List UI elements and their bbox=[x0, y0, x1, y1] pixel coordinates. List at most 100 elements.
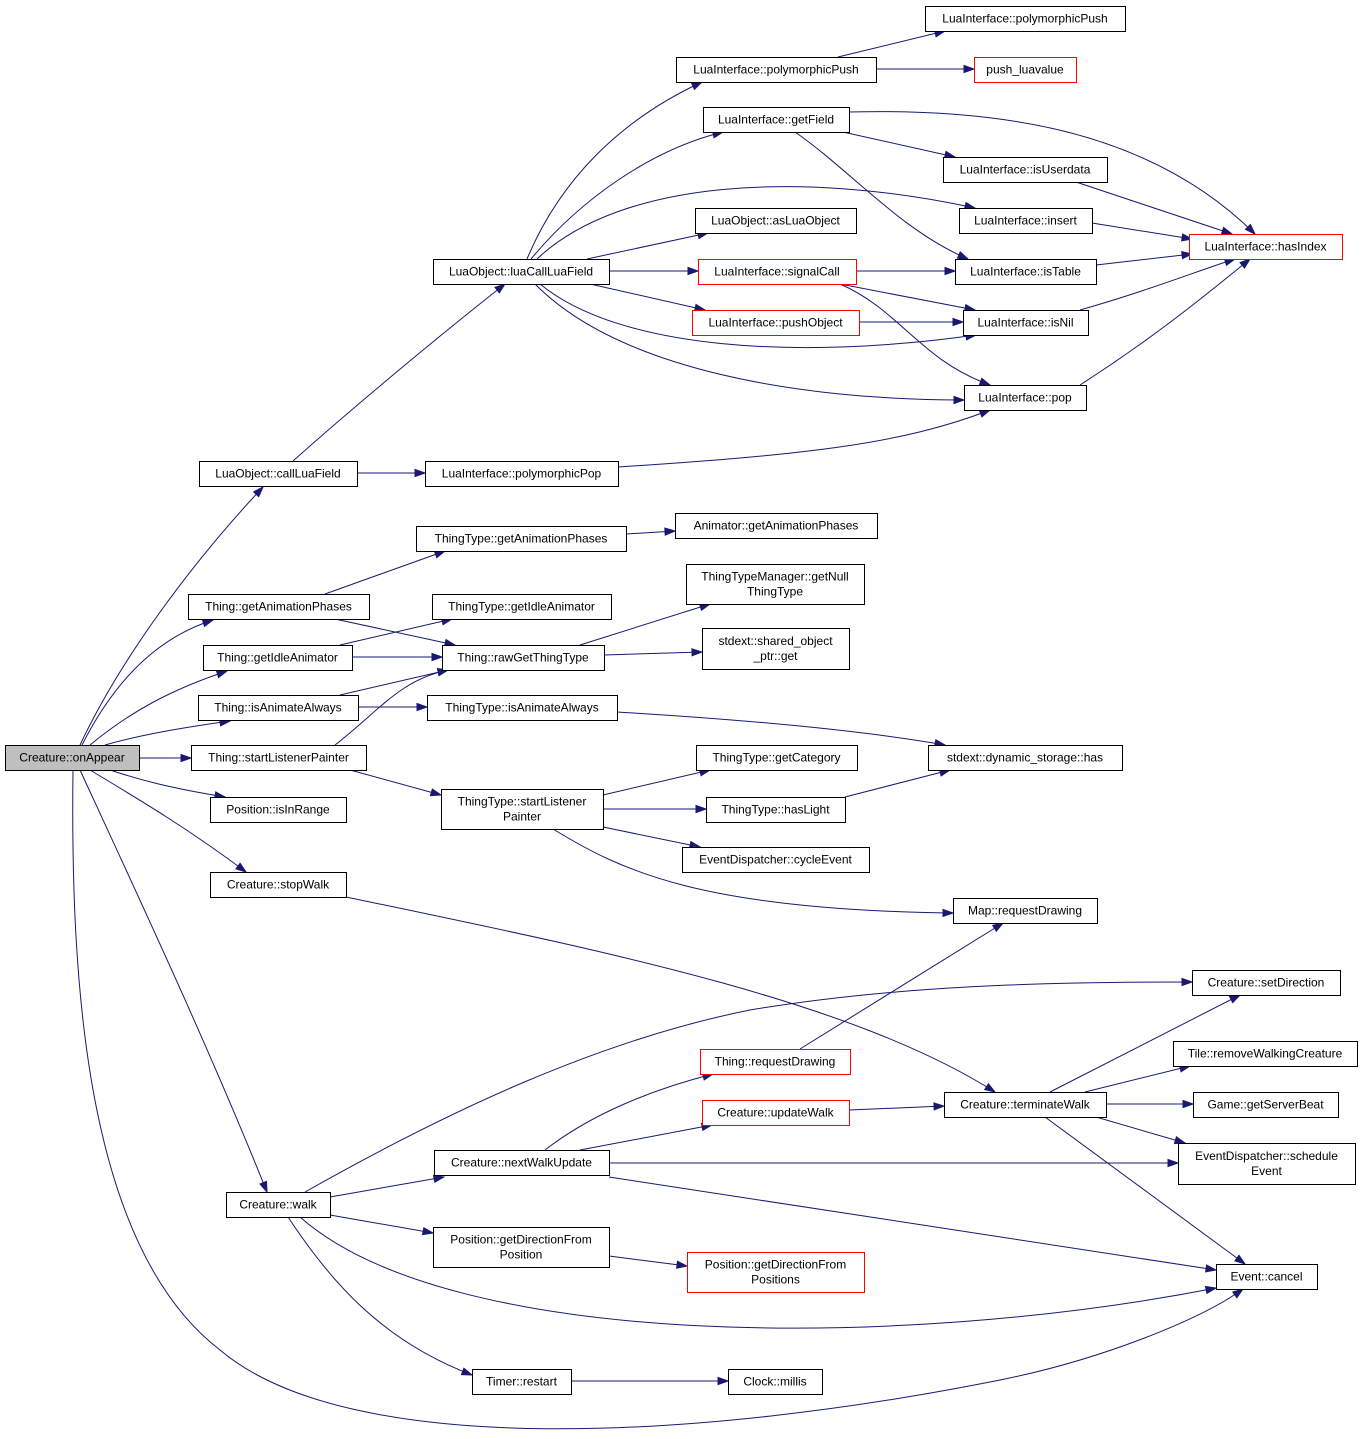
node-box[interactable] bbox=[188, 594, 370, 620]
node-box[interactable] bbox=[696, 745, 858, 771]
node-isTable[interactable]: LuaInterface::isTable bbox=[955, 259, 1097, 285]
node-box[interactable] bbox=[198, 695, 359, 721]
node-pushObject[interactable]: LuaInterface::pushObject bbox=[692, 310, 860, 336]
node-box[interactable] bbox=[687, 1252, 865, 1293]
node-insert[interactable]: LuaInterface::insert bbox=[959, 208, 1093, 234]
node-box[interactable] bbox=[416, 526, 627, 552]
node-box[interactable] bbox=[703, 107, 850, 133]
node-nextWalkUpdate[interactable]: Creature::nextWalkUpdate bbox=[434, 1150, 610, 1176]
node-dynStorageHas[interactable]: stdext::dynamic_storage::has bbox=[928, 745, 1123, 771]
node-box[interactable] bbox=[1193, 1092, 1339, 1118]
node-box[interactable] bbox=[226, 1192, 331, 1218]
node-clockMillis[interactable]: Clock::millis bbox=[728, 1369, 823, 1395]
node-box[interactable] bbox=[210, 797, 347, 823]
node-box[interactable] bbox=[706, 797, 846, 823]
node-posIsInRange[interactable]: Position::isInRange bbox=[210, 797, 347, 823]
node-box[interactable] bbox=[943, 157, 1108, 183]
node-animGetAnimPhases[interactable]: Animator::getAnimationPhases bbox=[675, 513, 878, 539]
node-box[interactable] bbox=[675, 513, 878, 539]
node-box[interactable] bbox=[702, 628, 850, 670]
node-box[interactable] bbox=[472, 1369, 572, 1395]
node-box[interactable] bbox=[955, 259, 1097, 285]
node-box[interactable] bbox=[427, 695, 618, 721]
node-polyPush[interactable]: LuaInterface::polymorphicPush bbox=[676, 57, 877, 83]
node-timerRestart[interactable]: Timer::restart bbox=[472, 1369, 572, 1395]
node-isNil[interactable]: LuaInterface::isNil bbox=[963, 310, 1089, 336]
node-box[interactable] bbox=[974, 57, 1077, 83]
node-box[interactable] bbox=[210, 872, 347, 898]
node-box[interactable] bbox=[1216, 1264, 1318, 1290]
node-box[interactable] bbox=[433, 1227, 610, 1268]
node-thingIsAnimAlways[interactable]: Thing::isAnimateAlways bbox=[198, 695, 359, 721]
node-box[interactable] bbox=[1189, 234, 1343, 260]
node-hasIndex[interactable]: LuaInterface::hasIndex bbox=[1189, 234, 1343, 260]
node-box[interactable] bbox=[928, 745, 1123, 771]
node-asLuaObject[interactable]: LuaObject::asLuaObject bbox=[695, 208, 857, 234]
node-setDirection[interactable]: Creature::setDirection bbox=[1192, 970, 1341, 996]
node-pop[interactable]: LuaInterface::pop bbox=[964, 385, 1087, 411]
node-terminateWalk[interactable]: Creature::terminateWalk bbox=[944, 1092, 1107, 1118]
node-box[interactable] bbox=[682, 847, 870, 873]
node-stopWalk[interactable]: Creature::stopWalk bbox=[210, 872, 347, 898]
node-box[interactable] bbox=[964, 385, 1087, 411]
node-box[interactable] bbox=[695, 208, 857, 234]
node-box[interactable] bbox=[953, 898, 1098, 924]
node-box[interactable] bbox=[191, 745, 367, 771]
node-box[interactable] bbox=[698, 259, 857, 285]
node-ttGetIdleAnimator[interactable]: ThingType::getIdleAnimator bbox=[432, 594, 612, 620]
node-box[interactable] bbox=[728, 1369, 823, 1395]
node-box[interactable] bbox=[963, 310, 1089, 336]
node-box[interactable] bbox=[434, 1150, 610, 1176]
node-box[interactable] bbox=[959, 208, 1093, 234]
node-eventCancel[interactable]: Event::cancel bbox=[1216, 1264, 1318, 1290]
node-box[interactable] bbox=[199, 461, 358, 487]
node-getField[interactable]: LuaInterface::getField bbox=[703, 107, 850, 133]
node-signalCall[interactable]: LuaInterface::signalCall bbox=[698, 259, 857, 285]
node-polyPushTop[interactable]: LuaInterface::polymorphicPush bbox=[925, 6, 1126, 32]
node-box[interactable] bbox=[1178, 1143, 1356, 1185]
node-getServerBeat[interactable]: Game::getServerBeat bbox=[1193, 1092, 1339, 1118]
node-box[interactable] bbox=[433, 259, 610, 285]
node-walk[interactable]: Creature::walk bbox=[226, 1192, 331, 1218]
node-luaCallLuaField[interactable]: LuaObject::luaCallLuaField bbox=[433, 259, 610, 285]
node-updateWalk[interactable]: Creature::updateWalk bbox=[702, 1100, 850, 1126]
node-box[interactable] bbox=[203, 645, 353, 671]
node-box[interactable] bbox=[700, 1049, 851, 1075]
node-removeWalkingCreature[interactable]: Tile::removeWalkingCreature bbox=[1173, 1041, 1358, 1067]
node-box[interactable] bbox=[692, 310, 860, 336]
node-callLuaField[interactable]: LuaObject::callLuaField bbox=[199, 461, 358, 487]
node-mapRequestDrawing[interactable]: Map::requestDrawing bbox=[953, 898, 1098, 924]
node-box[interactable] bbox=[1192, 970, 1341, 996]
node-box[interactable] bbox=[425, 461, 619, 487]
node-box[interactable] bbox=[944, 1092, 1107, 1118]
node-rawGetThingType[interactable]: Thing::rawGetThingType bbox=[442, 645, 605, 671]
node-box[interactable] bbox=[441, 789, 604, 830]
node-pushLuavalue[interactable]: push_luavalue bbox=[974, 57, 1077, 83]
node-ttGetCategory[interactable]: ThingType::getCategory bbox=[696, 745, 858, 771]
node-box[interactable] bbox=[442, 645, 605, 671]
node-box[interactable] bbox=[925, 6, 1126, 32]
node-ttHasLight[interactable]: ThingType::hasLight bbox=[706, 797, 846, 823]
node-thingStartListener[interactable]: Thing::startListenerPainter bbox=[191, 745, 367, 771]
node-onAppear[interactable]: Creature::onAppear bbox=[5, 745, 140, 771]
node-sharedObjectGet[interactable]: stdext::shared_object_ptr::get bbox=[702, 628, 850, 670]
node-isUserdata[interactable]: LuaInterface::isUserdata bbox=[943, 157, 1108, 183]
node-thingRequestDrawing[interactable]: Thing::requestDrawing bbox=[700, 1049, 851, 1075]
node-box[interactable] bbox=[676, 57, 877, 83]
node-cycleEvent[interactable]: EventDispatcher::cycleEvent bbox=[682, 847, 870, 873]
node-ttIsAnimAlways[interactable]: ThingType::isAnimateAlways bbox=[427, 695, 618, 721]
node-thingGetIdleAnimator[interactable]: Thing::getIdleAnimator bbox=[203, 645, 353, 671]
node-box[interactable] bbox=[432, 594, 612, 620]
node-thingGetAnimPhases[interactable]: Thing::getAnimationPhases bbox=[188, 594, 370, 620]
node-ttGetAnimPhases[interactable]: ThingType::getAnimationPhases bbox=[416, 526, 627, 552]
node-box[interactable] bbox=[686, 564, 865, 605]
node-polyPop[interactable]: LuaInterface::polymorphicPop bbox=[425, 461, 619, 487]
node-box[interactable] bbox=[5, 745, 140, 771]
node-ttStartListener[interactable]: ThingType::startListenerPainter bbox=[441, 789, 604, 830]
node-box[interactable] bbox=[702, 1100, 850, 1126]
node-box[interactable] bbox=[1173, 1041, 1358, 1067]
